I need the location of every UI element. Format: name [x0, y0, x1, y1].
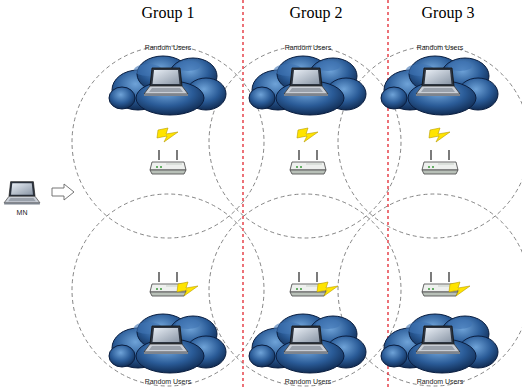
group-heading: Group 3	[422, 4, 475, 22]
top-clouds	[109, 56, 498, 115]
mobile-node	[4, 182, 74, 205]
group-dividers	[243, 0, 388, 390]
users-label: Random Users	[417, 378, 464, 385]
node-label: MN	[17, 209, 28, 216]
bottom-clouds	[109, 314, 498, 373]
bottom-links	[150, 272, 470, 296]
users-label: Random Users	[417, 44, 464, 51]
users-label: Random Users	[285, 44, 332, 51]
group-heading: Group 2	[290, 4, 343, 22]
top-links	[150, 128, 458, 174]
users-label: Random Users	[145, 44, 192, 51]
group-heading: Group 1	[142, 4, 195, 22]
coverage-circles	[72, 46, 522, 386]
users-label: Random Users	[285, 378, 332, 385]
users-label: Random Users	[145, 378, 192, 385]
